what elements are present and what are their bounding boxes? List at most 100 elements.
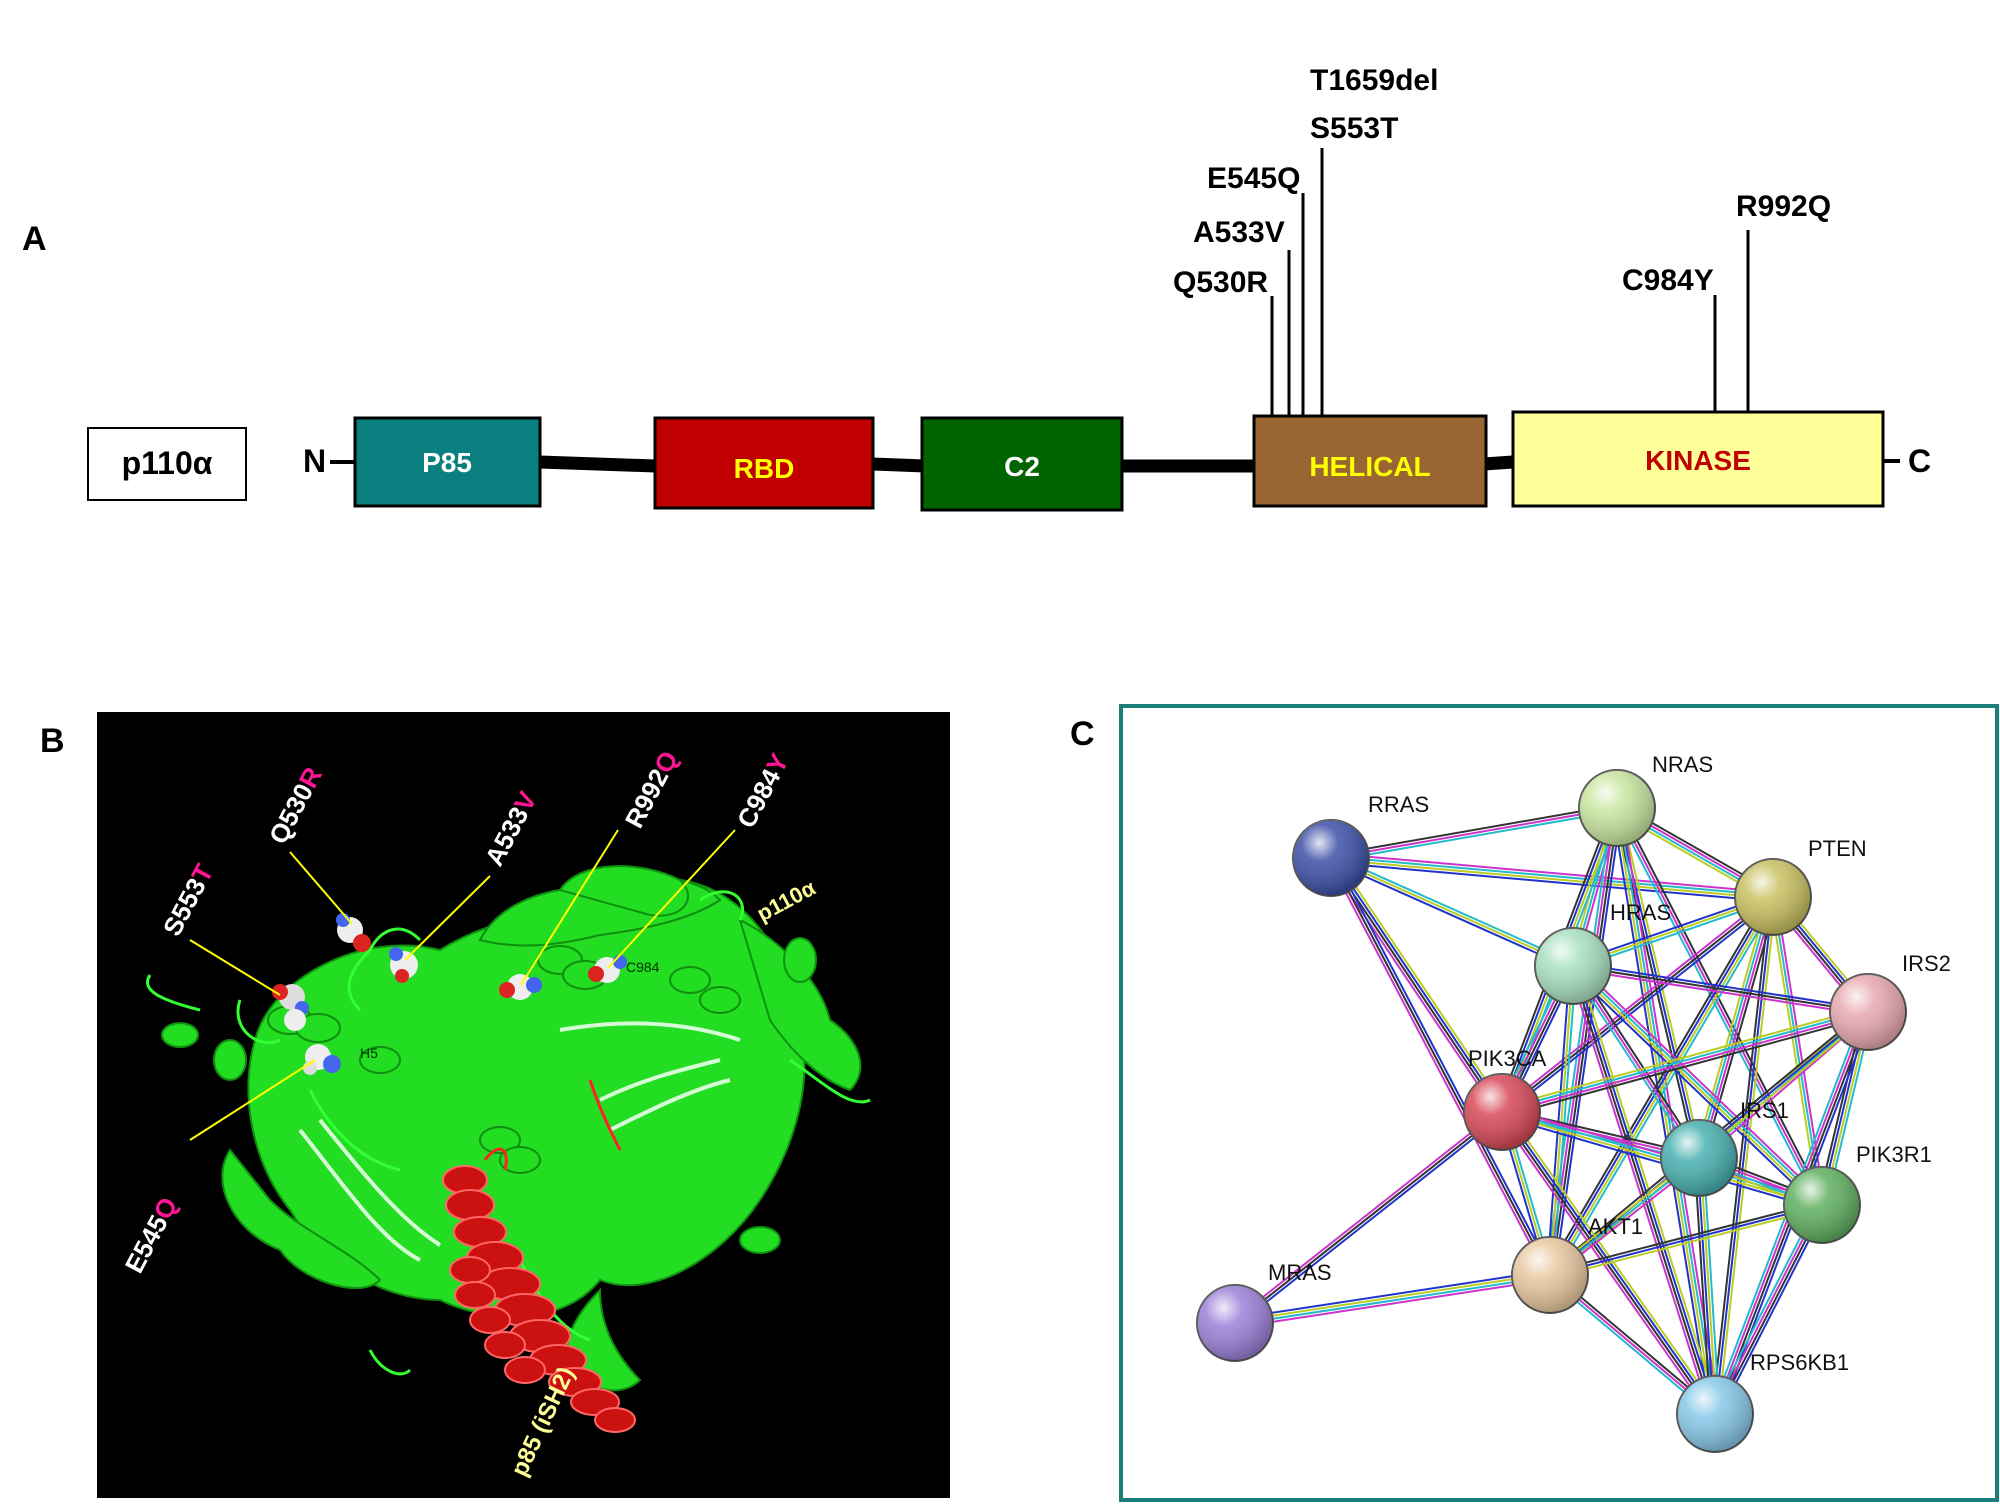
node-shine	[1512, 1237, 1588, 1313]
c-terminus-label: C	[1908, 443, 1931, 479]
edge-line	[1503, 898, 1776, 1116]
mutation-spheres	[272, 913, 627, 1075]
edge-line	[1611, 808, 1712, 1415]
edge-line	[1234, 1269, 1550, 1320]
edge-line	[1567, 967, 1712, 1416]
mutation-label-t1659del: T1659del	[1310, 64, 1438, 97]
node-shine	[1661, 1120, 1737, 1196]
edge-line	[1710, 1202, 1819, 1413]
edge-line	[1236, 1113, 1505, 1327]
edge-line	[1553, 808, 1623, 1276]
edge-line	[1235, 1278, 1551, 1329]
edge-line	[1551, 966, 1577, 1276]
residue-label-h5: H5	[360, 1045, 378, 1061]
edge-line	[1613, 808, 1821, 1207]
edge-line	[1497, 1114, 1713, 1418]
edge-line	[1328, 858, 1502, 1114]
panel-c-letter: C	[1070, 715, 1095, 753]
edge-line	[1693, 1158, 1712, 1415]
node-shine	[1464, 1074, 1540, 1150]
edge-akt1-mras	[1234, 1269, 1551, 1329]
edge-line	[1715, 1205, 1825, 1416]
domain-p85: P85	[353, 416, 542, 508]
edge-line	[1573, 964, 1824, 1205]
panel-b-letter: B	[40, 722, 65, 760]
edge-line	[1570, 966, 1715, 1415]
leader-a533v	[404, 875, 491, 961]
edge-line	[1572, 965, 1869, 1013]
node-pten[interactable]: PTEN	[1734, 836, 1867, 936]
edge-line	[1699, 1157, 1718, 1414]
mutation-label-c984y: C984Y	[1622, 264, 1714, 297]
edge-line	[1549, 1204, 1823, 1276]
sphere-e545q	[303, 1044, 341, 1075]
edge-line	[1502, 1015, 1870, 1118]
edge-line	[1573, 962, 1869, 1011]
node-nras[interactable]: NRAS	[1578, 752, 1713, 847]
node-label: HRAS	[1610, 900, 1671, 925]
edge-line	[1571, 966, 1822, 1207]
node-label: IRS2	[1902, 951, 1951, 976]
leader-c984y	[607, 829, 736, 969]
sphere-s553t	[272, 984, 309, 1031]
edge-pten-akt1	[1545, 894, 1778, 1278]
node-mras[interactable]: MRAS	[1196, 1260, 1332, 1362]
edge-line	[1575, 962, 1826, 1203]
edge-line	[1572, 967, 1868, 1016]
edge-line	[1549, 1201, 1822, 1274]
node-irs1[interactable]: IRS1	[1660, 1098, 1789, 1197]
mutation-label-s553t: S553T	[1310, 112, 1398, 145]
node-shine	[1579, 770, 1655, 846]
edge-rras-nras	[1330, 804, 1618, 862]
domain-c2: C2	[920, 416, 1124, 512]
edge-pik3r1-akt1	[1549, 1201, 1823, 1279]
edge-line	[1235, 1275, 1551, 1326]
node-irs2[interactable]: IRS2	[1829, 951, 1951, 1051]
edge-line	[1553, 898, 1778, 1278]
node-rps6kb1[interactable]: RPS6KB1	[1676, 1350, 1849, 1453]
node-shine	[1197, 1285, 1273, 1361]
p85-structure	[442, 1079, 636, 1433]
node-pik3r1[interactable]: PIK3R1	[1783, 1142, 1932, 1244]
node-shine	[1677, 1376, 1753, 1452]
edge-line	[1696, 896, 1773, 1158]
edge-line	[1545, 894, 1770, 1274]
node-pik3ca[interactable]: PIK3CA	[1463, 1046, 1547, 1151]
n-terminus-label: N	[303, 443, 326, 479]
edge-rras-pten	[1330, 852, 1774, 903]
edge-line	[1618, 806, 1826, 1205]
leader-e545q	[189, 1059, 316, 1141]
edge-line	[1504, 1108, 1720, 1412]
edge-line	[1569, 968, 1820, 1209]
edge-irs1-rps6kb1	[1693, 1157, 1721, 1415]
edge-line	[1718, 1206, 1827, 1417]
edge-pik3ca-mras	[1232, 1108, 1505, 1327]
edge-line	[1550, 1206, 1823, 1279]
edge-irs2-pik3ca	[1500, 1006, 1870, 1118]
edge-line	[1769, 897, 1821, 1206]
edge-pten-pik3ca	[1499, 893, 1776, 1116]
edge-line	[1332, 856, 1554, 1275]
domain-label: C2	[1004, 451, 1040, 482]
node-rras[interactable]: RRAS	[1292, 792, 1429, 897]
node-hras[interactable]: HRAS	[1534, 900, 1671, 1005]
mutation-label-q530r: Q530R	[1173, 266, 1268, 299]
edge-line	[1330, 857, 1551, 1276]
domain-label: P85	[422, 447, 472, 478]
edge-line	[1547, 895, 1773, 1275]
edge-rras-hras	[1329, 854, 1575, 970]
edge-line	[1500, 1006, 1868, 1109]
node-label: IRS1	[1740, 1098, 1789, 1123]
edge-line	[1331, 809, 1618, 862]
node-akt1[interactable]: AKT1	[1511, 1214, 1643, 1314]
domain-helical: HELICAL	[1252, 414, 1488, 508]
edge-line	[1549, 965, 1574, 1276]
node-label: RRAS	[1368, 792, 1429, 817]
edge-line	[1327, 858, 1549, 1277]
edge-line	[1330, 858, 1773, 900]
node-shine	[1830, 974, 1906, 1050]
domain-label: RBD	[734, 453, 795, 484]
